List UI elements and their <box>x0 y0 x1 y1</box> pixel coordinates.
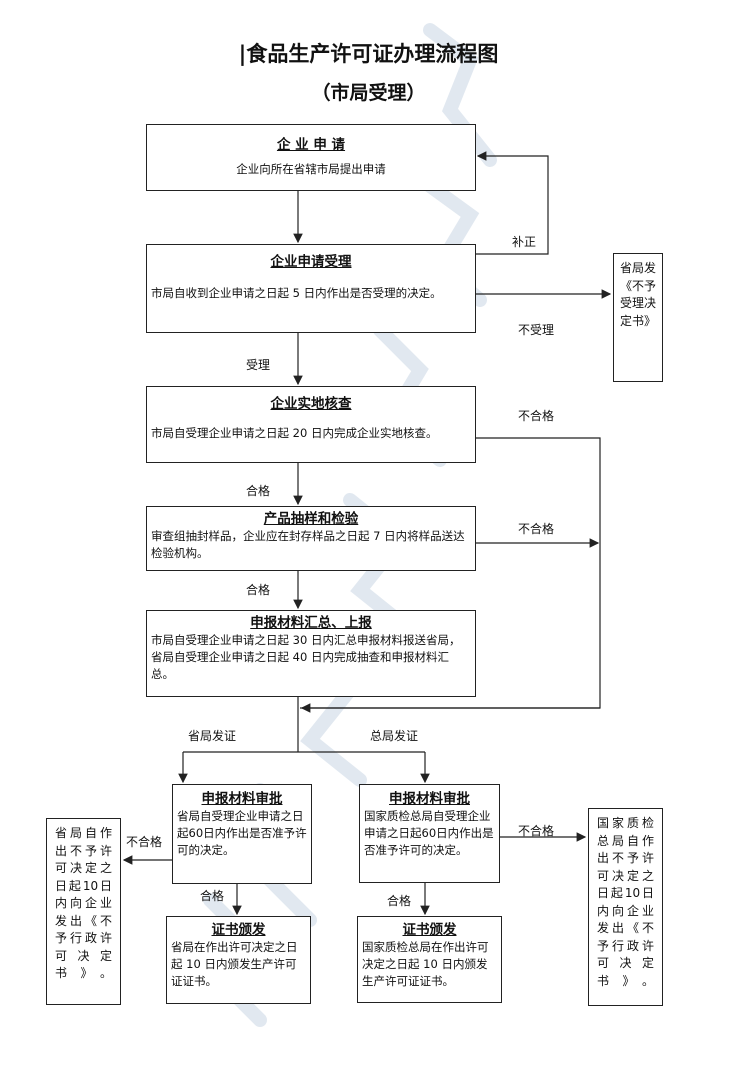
label-accepted: 受理 <box>246 358 271 372</box>
box-body: 市局自受理企业申请之日起 20 日内完成企业实地核查。 <box>151 426 438 440</box>
label-fail-inspection: 不合格 <box>518 409 555 423</box>
label-province-certificate: 省局发证 <box>188 729 237 743</box>
page-title: |食品生产许可证办理流程图 <box>238 42 499 66</box>
label-not-accepted: 不受理 <box>518 323 555 337</box>
label-pass-national: 合格 <box>387 894 412 908</box>
box-enterprise-apply: 企 业 申 请 企业向所在省辖市局提出申请 <box>146 124 476 191</box>
box-province-denial: 省局自作出不予许可决定之日起10日内向企业发出《不予行政许可决定书》。 <box>46 818 121 1005</box>
box-body: 市局自受理企业申请之日起 30 日内汇总申报材料报送省局，省局自受理企业申请之日… <box>151 633 461 681</box>
box-materials-report: 申报材料汇总、上报 市局自受理企业申请之日起 30 日内汇总申报材料报送省局，省… <box>146 610 476 697</box>
box-body: 国家质检总局自受理企业申请之日起60日内作出是否准予许可的决定。 <box>364 809 494 857</box>
box-application-accept: 企业申请受理 市局自收到企业申请之日起 5 日内作出是否受理的决定。 <box>146 244 476 333</box>
box-body: 省局发《不予受理决定书》 <box>620 261 657 328</box>
box-heading: 产品抽样和检验 <box>263 511 359 527</box>
box-body: 市局自收到企业申请之日起 5 日内作出是否受理的决定。 <box>151 286 442 300</box>
box-heading: 申报材料汇总、上报 <box>250 615 372 631</box>
box-body: 国家质检总局在作出许可决定之日起 10 日内颁发生产许可证证书。 <box>362 940 489 988</box>
box-body: 国家质检总局自作出不予许可决定之日起10日内向企业发出《不予行政许可决定书》。 <box>597 816 654 988</box>
box-body: 省局在作出许可决定之日起 10 日内颁发生产许可证证书。 <box>171 940 298 988</box>
box-body: 省局自受理企业申请之日起60日内作出是否准予许可的决定。 <box>177 809 307 857</box>
box-body: 省局自作出不予许可决定之日起10日内向企业发出《不予行政许可决定书》。 <box>55 826 112 980</box>
label-pass-sampling: 合格 <box>246 583 271 597</box>
box-heading: 企 业 申 请 <box>276 137 346 153</box>
box-national-denial: 国家质检总局自作出不予许可决定之日起10日内向企业发出《不予行政许可决定书》。 <box>588 808 663 1006</box>
box-heading: 企业实地核查 <box>270 396 352 412</box>
box-province-certificate: 证书颁发 省局在作出许可决定之日起 10 日内颁发生产许可证证书。 <box>166 916 311 1004</box>
label-fail-province: 不合格 <box>126 835 163 849</box>
label-pass-inspection: 合格 <box>246 484 271 498</box>
box-national-certificate: 证书颁发 国家质检总局在作出许可决定之日起 10 日内颁发生产许可证证书。 <box>357 916 502 1003</box>
label-pass-province: 合格 <box>200 889 225 903</box>
box-national-review: 申报材料审批 国家质检总局自受理企业申请之日起60日内作出是否准予许可的决定。 <box>359 784 500 883</box>
label-national-certificate: 总局发证 <box>370 729 419 743</box>
label-fail-sampling: 不合格 <box>518 522 555 536</box>
box-heading: 申报材料审批 <box>389 791 470 807</box>
box-heading: 企业申请受理 <box>270 254 352 270</box>
box-heading: 申报材料审批 <box>201 791 283 807</box>
box-province-review: 申报材料审批 省局自受理企业申请之日起60日内作出是否准予许可的决定。 <box>172 784 312 884</box>
page-subtitle: （市局受理） <box>311 82 426 104</box>
box-heading: 证书颁发 <box>211 922 266 938</box>
box-heading: 证书颁发 <box>402 922 457 938</box>
label-fail-national: 不合格 <box>518 824 555 838</box>
box-reject-acceptance: 省局发《不予受理决定书》 <box>613 253 663 382</box>
box-body: 企业向所在省辖市局提出申请 <box>236 162 386 176</box>
box-sampling-testing: 产品抽样和检验 审查组抽封样品，企业应在封存样品之日起 7 日内将样品送达检验机… <box>146 506 476 571</box>
box-body: 审查组抽封样品，企业应在封存样品之日起 7 日内将样品送达检验机构。 <box>151 529 465 560</box>
box-onsite-inspection: 企业实地核查 市局自受理企业申请之日起 20 日内完成企业实地核查。 <box>146 386 476 463</box>
label-correction: 补正 <box>512 235 537 249</box>
